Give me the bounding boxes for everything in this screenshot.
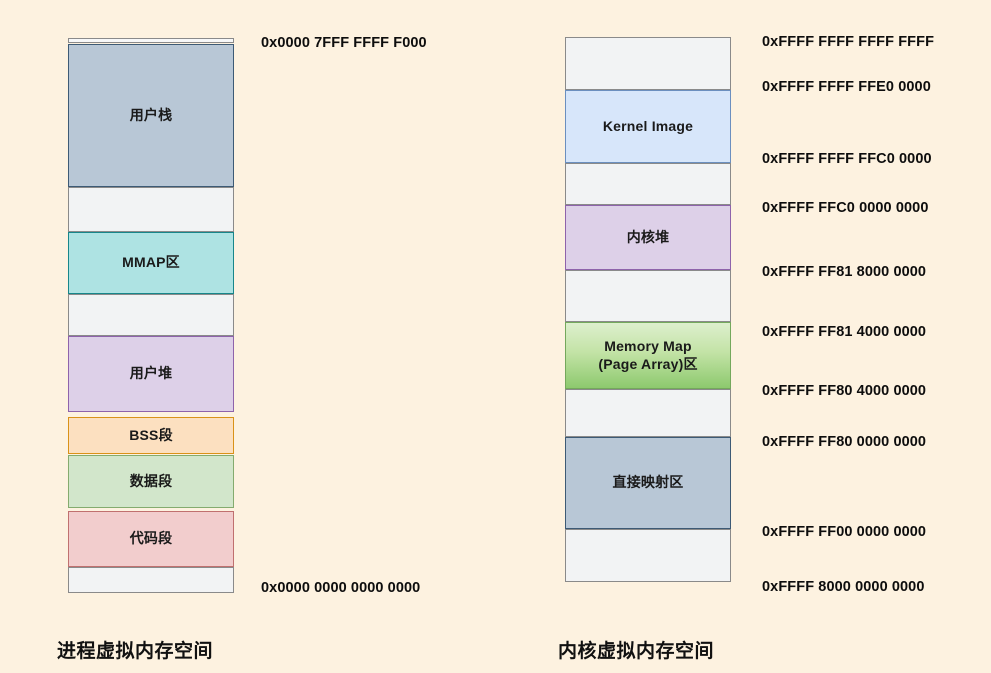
address-label: 0xFFFF FF81 4000 0000 [762,324,927,340]
data-segment-label: 数据段 [129,472,173,489]
kernel-heap: 内核堆 [565,205,731,270]
data-segment: 数据段 [68,455,234,508]
process-space-caption: 进程虚拟内存空间 [57,641,214,662]
gap-image-heap [565,163,731,205]
memory-map-label: Memory Map(Page Array)区 [598,338,698,372]
kernel-space-caption: 内核虚拟内存空间 [558,641,715,662]
bss-segment-label: BSS段 [129,426,173,443]
address-label: 0xFFFF FF80 4000 0000 [762,383,927,399]
gap-bottom [565,529,731,582]
address-label: 0xFFFF 8000 0000 0000 [762,579,925,595]
user-stack-label: 用户栈 [129,106,173,123]
address-label: 0xFFFF FF00 0000 0000 [762,524,927,540]
direct-mapping: 直接映射区 [565,437,731,529]
kernel-image: Kernel Image [565,90,731,163]
address-label: 0xFFFF FF81 8000 0000 [762,264,927,280]
gap-heap-memmap [565,270,731,322]
address-label: 0x0000 0000 0000 0000 [261,580,421,596]
gap-memmap-direct [565,389,731,437]
address-label: 0xFFFF FFC0 0000 0000 [762,200,929,216]
gap-stack-mmap [68,187,234,232]
user-heap: 用户堆 [68,336,234,412]
address-label: 0xFFFF FFFF FFC0 0000 [762,151,932,167]
address-label: 0xFFFF FFFF FFE0 0000 [762,79,931,95]
kernel-image-label: Kernel Image [602,117,694,134]
bss-segment: BSS段 [68,417,234,454]
kernel-heap-label: 内核堆 [626,228,670,245]
gap-mmap-heap [68,294,234,336]
gap-top [565,37,731,90]
code-segment-label: 代码段 [129,530,173,547]
mmap-region-label: MMAP区 [122,254,180,271]
user-stack: 用户栈 [68,44,234,187]
code-segment: 代码段 [68,511,234,567]
gap-bottom [68,567,234,593]
top-sliver [68,38,234,43]
address-label: 0xFFFF FFFF FFFF FFFF [762,34,935,50]
memory-map: Memory Map(Page Array)区 [565,322,731,389]
address-label: 0x0000 7FFF FFFF F000 [261,35,427,51]
address-label: 0xFFFF FF80 0000 0000 [762,434,927,450]
direct-mapping-label: 直接映射区 [612,474,684,491]
mmap-region: MMAP区 [68,232,234,294]
user-heap-label: 用户堆 [129,365,173,382]
